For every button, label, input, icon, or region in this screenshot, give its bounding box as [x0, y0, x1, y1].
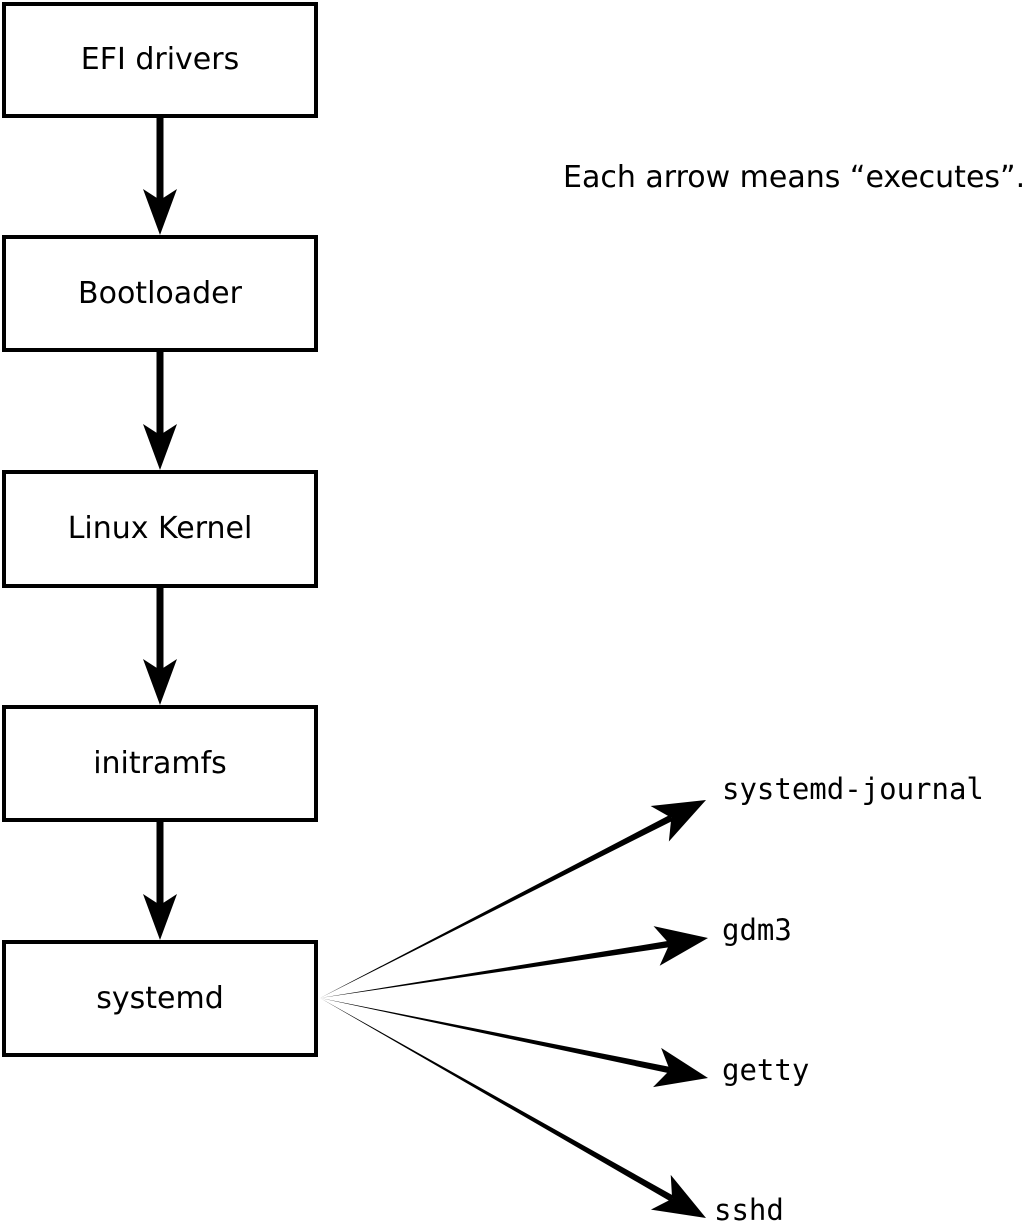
process-box-bootloader: Bootloader [2, 235, 318, 352]
arrow-systemd-to-systemd-journal [320, 800, 706, 998]
arrow-systemd-to-getty [320, 998, 708, 1088]
arrow-shaft [320, 998, 671, 1074]
service-label-systemd-journal: systemd-journal [722, 772, 984, 806]
arrow-shaft [320, 814, 673, 998]
arrow-shaft [320, 940, 670, 998]
arrow-head [653, 1047, 708, 1088]
arrow-systemd-to-gdm3 [320, 926, 708, 998]
process-box-label: systemd [96, 980, 224, 1016]
arrow-head [143, 894, 177, 940]
arrow-shaft [320, 998, 674, 1202]
arrow-head [143, 424, 177, 470]
process-box-linux-kernel: Linux Kernel [2, 470, 318, 588]
service-label-sshd: sshd [714, 1193, 784, 1227]
process-box-initramfs: initramfs [2, 705, 318, 822]
arrow-systemd-to-sshd [320, 998, 706, 1218]
service-label-getty: getty [722, 1053, 810, 1087]
arrow-kernel-to-initramfs [143, 588, 177, 705]
arrow-shaft [156, 588, 164, 673]
process-box-label: Bootloader [78, 275, 242, 311]
legend-note: Each arrow means “executes”. [563, 160, 1023, 195]
arrow-head [653, 926, 708, 966]
arrow-shaft [156, 118, 164, 203]
arrow-head [650, 1174, 706, 1218]
arrow-head [143, 659, 177, 705]
service-arrow-group [320, 800, 708, 1218]
arrow-initramfs-to-systemd [143, 822, 177, 940]
process-box-label: initramfs [93, 745, 227, 781]
process-box-label: Linux Kernel [67, 511, 253, 546]
process-box-efi-drivers: EFI drivers [2, 2, 318, 118]
chain-arrow-group [143, 118, 177, 940]
arrow-head [143, 189, 177, 235]
arrow-shaft [156, 822, 164, 908]
process-box-label: EFI drivers [80, 42, 240, 77]
arrow-head [650, 800, 706, 842]
arrow-efi-to-bootloader [143, 118, 177, 235]
service-label-gdm3: gdm3 [722, 913, 792, 947]
arrow-bootloader-to-kernel [143, 352, 177, 470]
process-box-systemd: systemd [2, 940, 318, 1057]
arrow-shaft [156, 352, 164, 438]
